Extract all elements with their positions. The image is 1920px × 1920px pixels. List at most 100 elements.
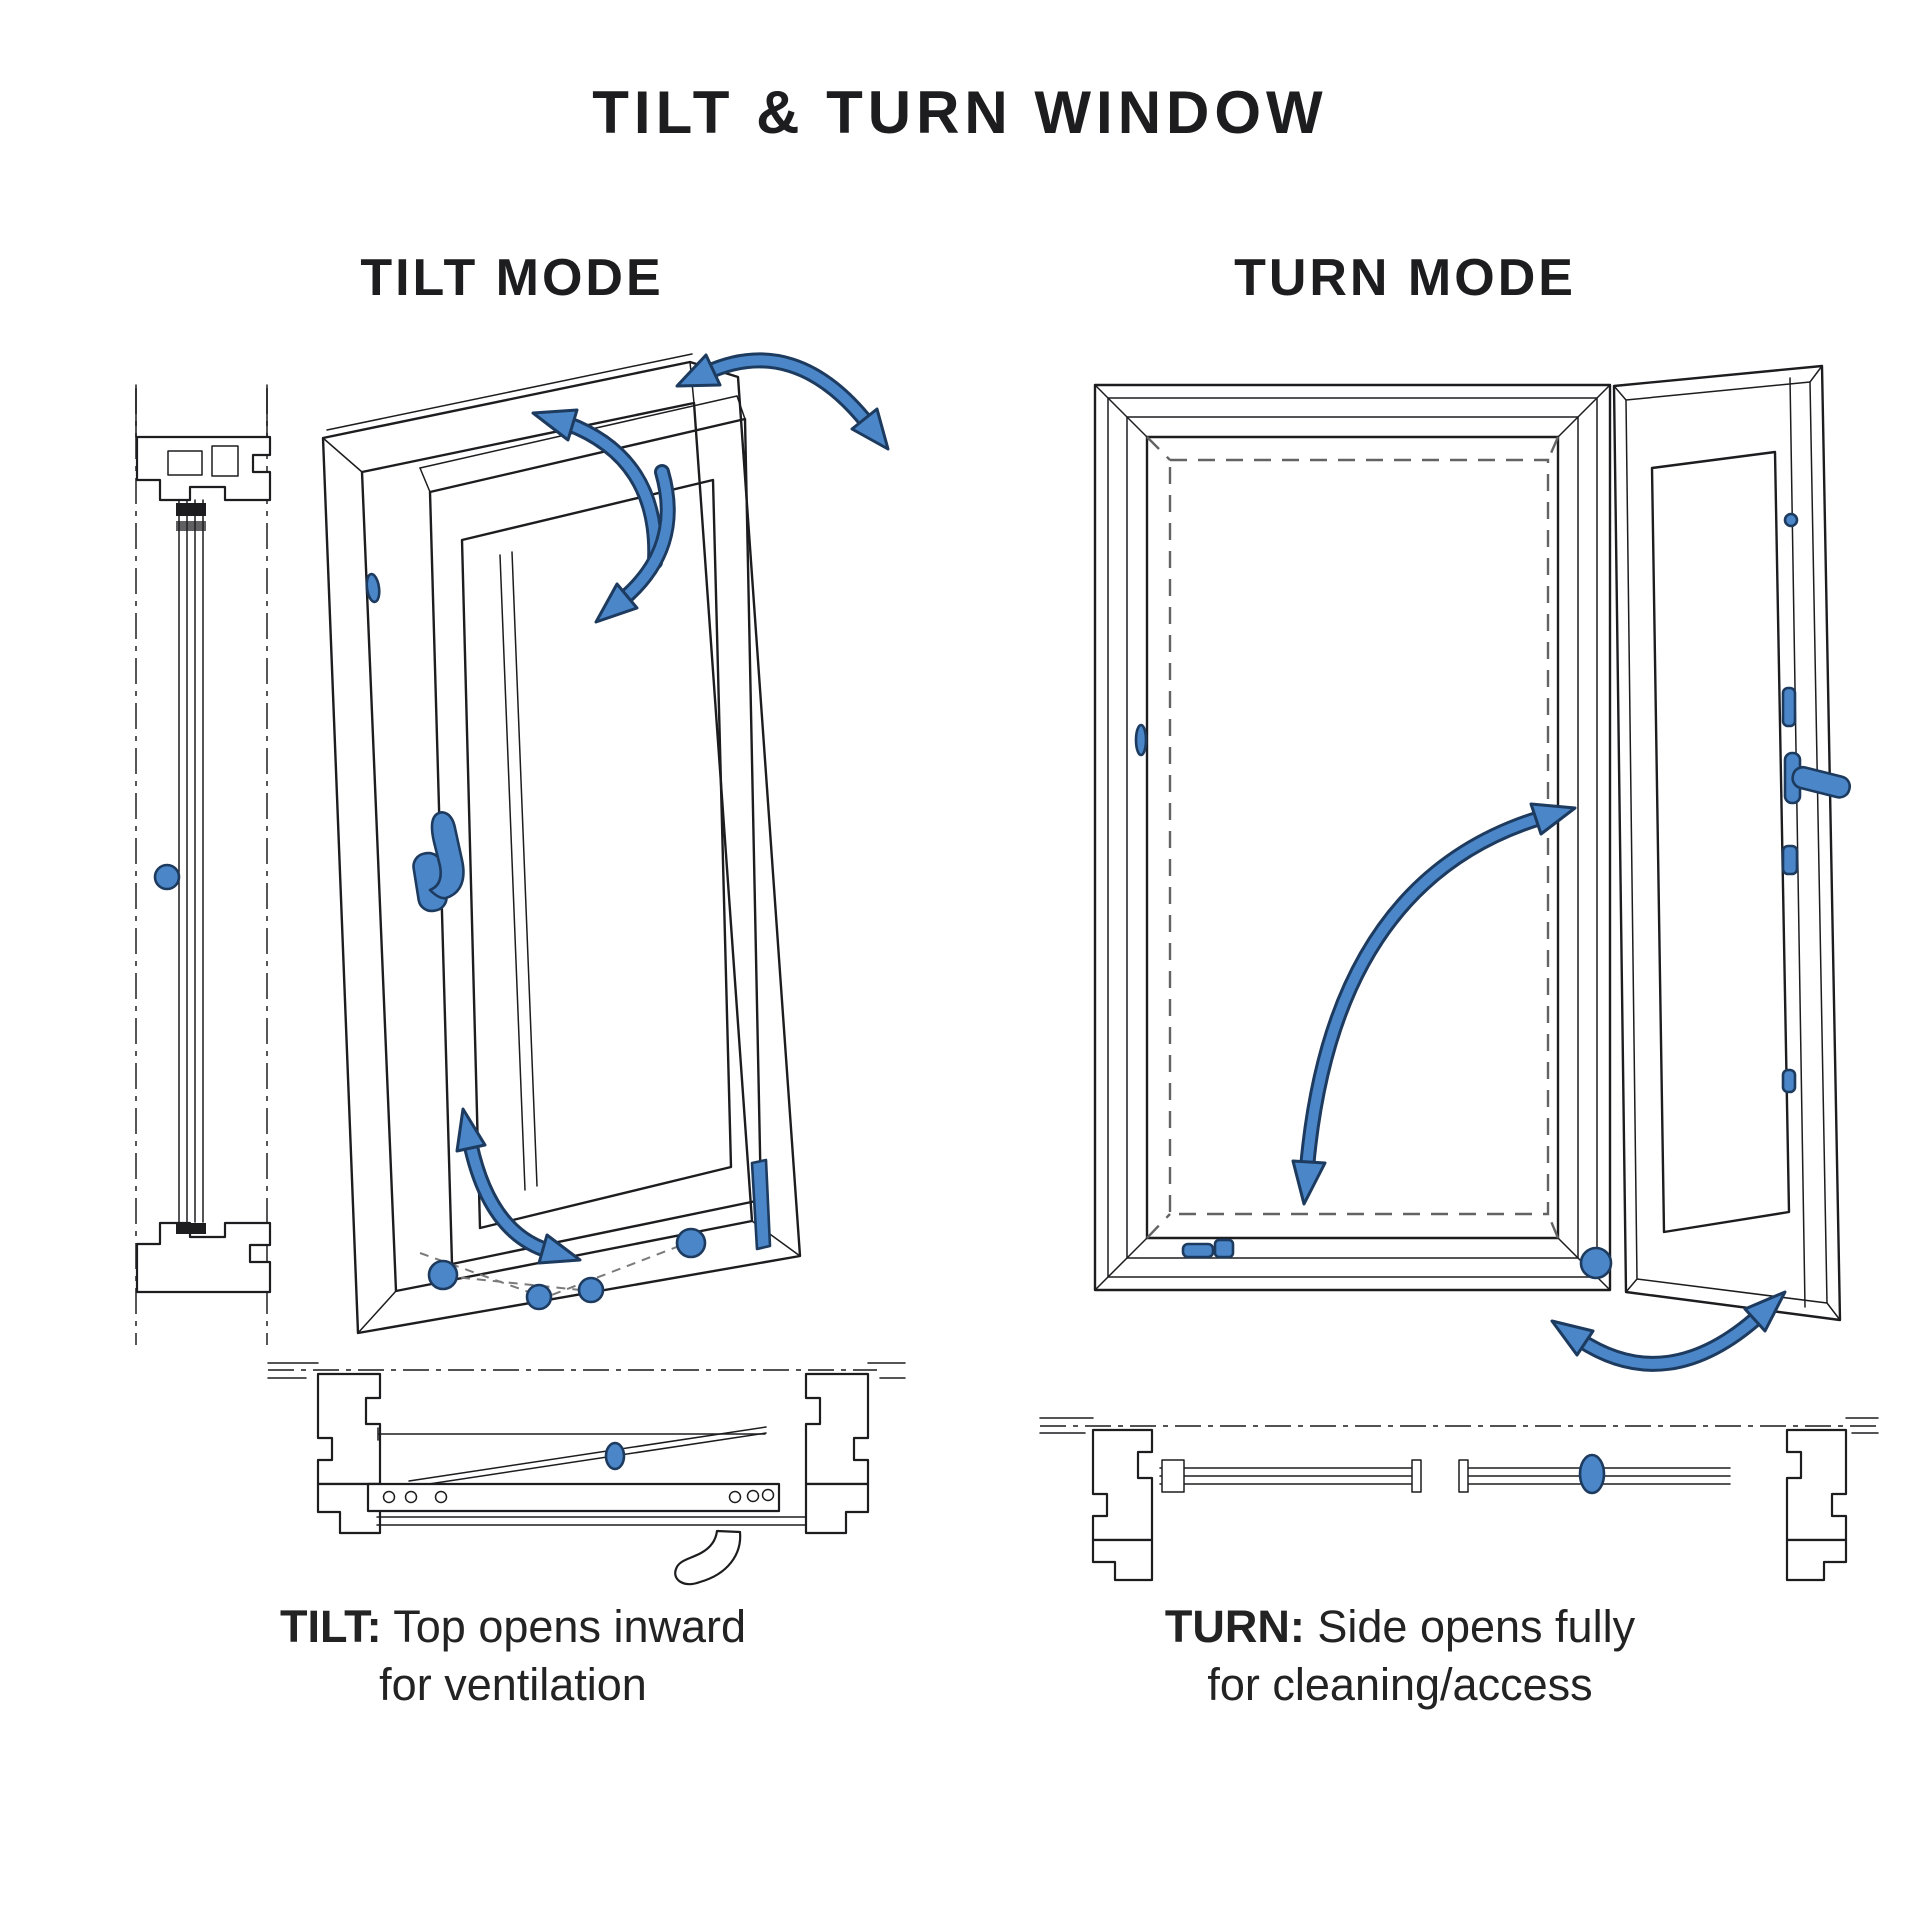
gasket bbox=[176, 521, 206, 531]
turn-caption-prefix: TURN: bbox=[1164, 1601, 1305, 1652]
head-profile bbox=[135, 435, 272, 502]
mechanism-line bbox=[419, 1252, 538, 1296]
jamb-profile-left bbox=[316, 1372, 382, 1486]
frame-back-edge bbox=[326, 353, 693, 431]
jamb-profile-right-lower bbox=[1785, 1538, 1848, 1582]
glazing-lines bbox=[1159, 1467, 1731, 1485]
frame-line bbox=[1107, 397, 1598, 1278]
turn-handle-icon bbox=[1783, 751, 1852, 805]
tilt-caption: TILT: Top opens inward for ventilation bbox=[183, 1598, 843, 1713]
bottom-hinge-icon bbox=[1181, 1242, 1215, 1259]
turn-open-sash bbox=[1612, 364, 1852, 1322]
sash-edge-connectors bbox=[419, 395, 746, 493]
sash-closed-position-dashed bbox=[1168, 458, 1550, 1216]
stile-face-line bbox=[1789, 377, 1806, 1308]
stay-track-line bbox=[377, 1427, 766, 1441]
tilt-window-drawing bbox=[321, 352, 890, 1335]
turn-caption-line2: for cleaning/access bbox=[1207, 1658, 1593, 1710]
corner-dash bbox=[1146, 436, 1560, 1239]
frame-latch bbox=[365, 572, 381, 604]
sill-profile bbox=[135, 1221, 272, 1294]
jamb-profile-right bbox=[804, 1372, 870, 1486]
hinge-detail bbox=[1161, 1459, 1185, 1493]
glazing-cap bbox=[1411, 1459, 1422, 1493]
pivot-dot-icon bbox=[153, 863, 181, 891]
tilt-outer-swing-arrow-icon bbox=[675, 352, 890, 451]
tilt-mode-label: TILT MODE bbox=[360, 249, 664, 307]
tilt-stay-strip bbox=[750, 1158, 772, 1251]
turn-caption-text: Side opens fully bbox=[1304, 1601, 1636, 1652]
pivot-dot-icon bbox=[427, 1259, 459, 1291]
turn-caption: TURN: Side opens fully for cleaning/acce… bbox=[1070, 1598, 1730, 1713]
jamb-profile-left-lower bbox=[1091, 1538, 1154, 1582]
gasket bbox=[176, 503, 206, 516]
fixing-hole bbox=[382, 1490, 396, 1504]
frame-miters bbox=[322, 361, 801, 1334]
stay-pivot-icon bbox=[604, 1441, 626, 1471]
mechanism-line bbox=[548, 1239, 696, 1297]
turn-window-drawing bbox=[1093, 364, 1852, 1372]
frame-outer bbox=[1093, 383, 1612, 1292]
fixing-hole bbox=[434, 1490, 448, 1504]
turn-bottom-swing-arrow-icon bbox=[1550, 1290, 1787, 1372]
turn-mode-label: TURN MODE bbox=[1234, 249, 1576, 307]
lock-pin-icon bbox=[1783, 512, 1799, 528]
wall-line bbox=[135, 384, 268, 438]
sill-lines bbox=[376, 1516, 807, 1526]
frame-outer bbox=[321, 360, 802, 1335]
sash-bottom-bar bbox=[366, 1482, 781, 1513]
frame-latch bbox=[1134, 723, 1148, 757]
tilt-bottom-swing-arrow-icon bbox=[455, 1107, 582, 1265]
wall-stub bbox=[267, 1362, 906, 1379]
sash-glass-opening bbox=[1650, 450, 1791, 1234]
turn-open-swing-arrow-icon bbox=[1291, 802, 1577, 1206]
frame-inner bbox=[360, 401, 754, 1293]
frame-line bbox=[1126, 416, 1579, 1259]
fixing-hole bbox=[404, 1490, 418, 1504]
turn-caption-line1: TURN: Side opens fully bbox=[1070, 1598, 1730, 1656]
frame-miters bbox=[1094, 384, 1611, 1291]
wall-stub bbox=[1039, 1417, 1879, 1434]
jamb-profile-left bbox=[1091, 1428, 1154, 1542]
lock-strip-icon bbox=[1781, 686, 1797, 728]
page-title: TILT & TURN WINDOW bbox=[592, 79, 1328, 146]
tilt-plan-section bbox=[267, 1362, 906, 1586]
fixing-hole bbox=[746, 1489, 760, 1503]
frame-inner bbox=[1145, 435, 1560, 1240]
glass-bevel-lines bbox=[499, 551, 538, 1191]
tilt-hinge-hardware bbox=[365, 572, 772, 1311]
lock-strip-icon bbox=[1781, 844, 1799, 876]
hinge-pivot-icon bbox=[1578, 1453, 1606, 1495]
handle-section bbox=[674, 1529, 742, 1586]
glazing-lines bbox=[178, 499, 204, 1223]
pivot-dot-icon bbox=[675, 1227, 707, 1259]
fixing-hole bbox=[761, 1488, 775, 1502]
profile-detail bbox=[211, 445, 239, 477]
jamb-profile-right-lower bbox=[804, 1482, 870, 1535]
tilt-caption-line1: TILT: Top opens inward bbox=[183, 1598, 843, 1656]
lock-strip-icon bbox=[1781, 1068, 1797, 1094]
tilt-caption-text: Top opens inward bbox=[381, 1601, 747, 1652]
tilt-jamb-section bbox=[135, 384, 272, 1345]
fixing-hole bbox=[728, 1490, 742, 1504]
pivot-dot-icon bbox=[525, 1283, 553, 1311]
tilt-handle-icon bbox=[412, 811, 465, 913]
bottom-hinge-icon bbox=[1213, 1238, 1235, 1259]
gasket bbox=[176, 1223, 206, 1234]
pivot-dot-icon bbox=[577, 1276, 605, 1304]
glazing-cap bbox=[1458, 1459, 1469, 1493]
turn-plan-section bbox=[1039, 1417, 1879, 1582]
sash-pivot-dot-icon bbox=[1579, 1246, 1613, 1280]
tilt-caption-prefix: TILT: bbox=[279, 1601, 382, 1652]
sash-miters bbox=[1613, 365, 1841, 1321]
profile-detail bbox=[167, 450, 203, 476]
stay-arm bbox=[408, 1426, 767, 1488]
sash-outer bbox=[1612, 364, 1842, 1322]
tilt-inward-arrow-icon bbox=[594, 464, 676, 624]
jamb-profile-right bbox=[1785, 1428, 1848, 1542]
tilt-top-swing-arrow-icon bbox=[531, 408, 664, 570]
sash-glass-opening bbox=[460, 478, 733, 1230]
tilt-caption-line2: for ventilation bbox=[379, 1658, 647, 1710]
